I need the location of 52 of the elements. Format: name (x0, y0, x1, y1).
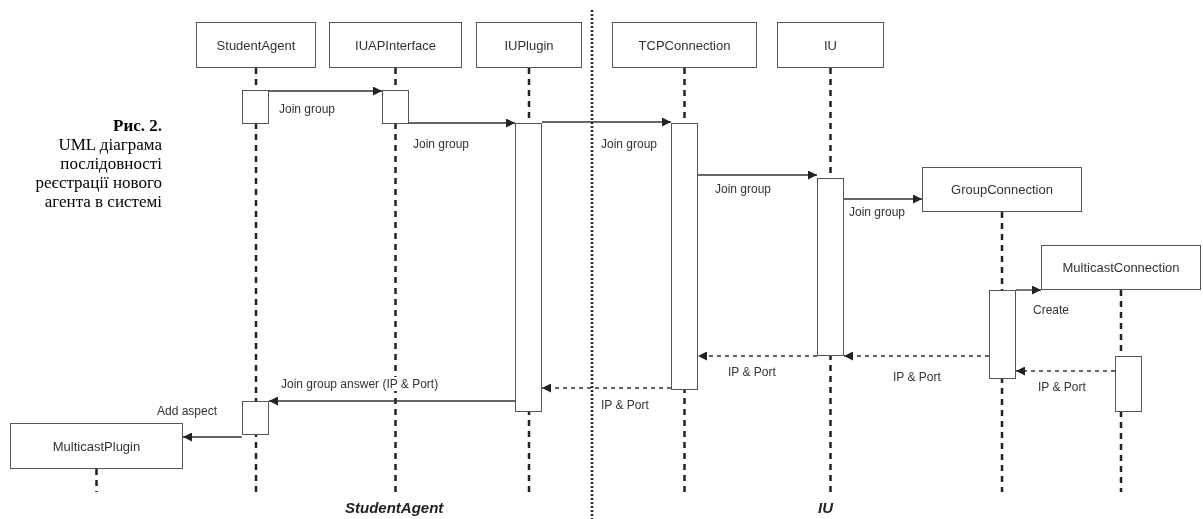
object-name: IUAPInterface (355, 37, 436, 53)
lifeline-header-box (1041, 245, 1201, 290)
edge-label: Create (1032, 303, 1071, 317)
message-arrow (268, 86, 383, 96)
object-name: TCPConnection (638, 37, 731, 53)
lifeline-header-box (612, 22, 757, 68)
message-arrow (182, 432, 243, 442)
message-arrow (843, 194, 923, 204)
lifeline-header-box (476, 22, 582, 68)
object-name: StudentAgent (216, 37, 296, 53)
activation-bar (382, 90, 409, 124)
figure-caption: UML діаграма послідовності реєстрації нового агента в системі (34, 135, 162, 211)
edge-label: Join group (848, 205, 907, 219)
lifeline-header-box (329, 22, 462, 68)
object-name: IUPlugin (504, 37, 554, 53)
edge-label: Add aspect (156, 404, 219, 418)
edge-label: IP & Port (727, 365, 777, 379)
message-arrow (268, 396, 516, 406)
object-name: MulticastConnection (1062, 260, 1180, 275)
object-name: MulticastPlugin (52, 438, 141, 454)
return-message-arrow (541, 383, 672, 393)
lifeline-header-box (922, 167, 1082, 212)
return-message-arrow (843, 351, 990, 361)
message-arrow (1015, 285, 1042, 295)
lifeline-header-box (196, 22, 316, 68)
edge-label: Join group (714, 182, 773, 196)
activation-bar (671, 123, 698, 390)
activation-bar (989, 290, 1016, 379)
group-label: IU (818, 499, 833, 516)
lifeline-header-box (10, 423, 183, 469)
message-arrow (408, 118, 516, 128)
return-message-arrow (1015, 366, 1116, 376)
edge-label: Join group (600, 137, 659, 151)
edge-label: IP & Port (1037, 380, 1087, 394)
object-name: GroupConnection (951, 182, 1053, 197)
activation-bar (1115, 356, 1142, 412)
activation-bar (242, 401, 269, 435)
message-arrow (541, 117, 672, 127)
edge-label: Join group (412, 137, 471, 151)
activation-bar (817, 178, 844, 356)
edge-label: IP & Port (600, 398, 650, 412)
activation-bar (515, 123, 542, 412)
activation-bar (242, 90, 269, 124)
object-name: IU (824, 37, 837, 53)
edge-label: Join group answer (IP & Port) (280, 377, 440, 391)
figure-number: Рис. 2. (112, 116, 162, 135)
edge-label: Join group (278, 102, 337, 116)
group-label: StudentAgent (345, 499, 444, 516)
lifeline-header-box (777, 22, 884, 68)
return-message-arrow (697, 351, 818, 361)
edge-label: IP & Port (892, 370, 942, 384)
message-arrow (697, 170, 818, 180)
